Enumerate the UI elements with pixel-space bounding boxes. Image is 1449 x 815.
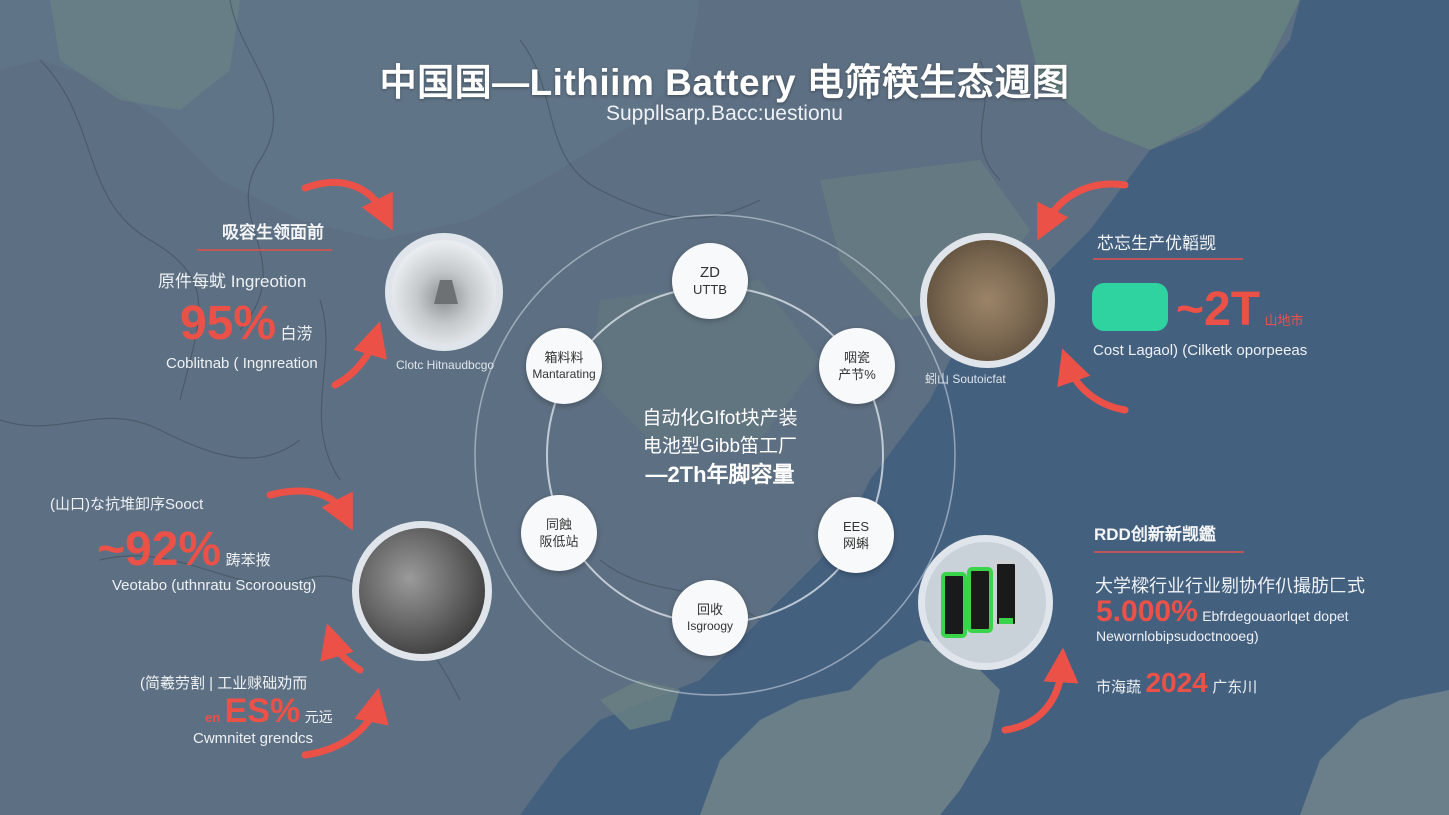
top-left-rule: [197, 249, 332, 251]
bottom-right-heading: RDD创新新觊鑑: [1094, 525, 1216, 544]
top-left-value: 95%: [180, 297, 277, 350]
mid-left-value: ~92%: [97, 523, 222, 576]
graphite-ore-photo: [352, 521, 492, 661]
bottom-right-value: 5.000%: [1096, 595, 1198, 628]
top-left-stat: 95% 白涝: [180, 296, 313, 351]
hub-node-top[interactable]: ZD UTTB: [672, 243, 748, 319]
page-subtitle: Suppllsarp.Bacc:uestionu: [606, 102, 843, 125]
bottom-right-caption: Newornlobipsudoctnooeg): [1096, 628, 1259, 644]
arrow-bottom-right-out: [1001, 647, 1079, 734]
arrow-top-right-in: [1037, 180, 1129, 241]
mid-left-value-suffix: 踌苯掖: [225, 552, 271, 569]
top-right-value-suffix: 山地市: [1264, 313, 1304, 328]
bottom-left-stat: en ES% 元远: [205, 692, 333, 731]
top-left-caption: Coblitnab ( Ingnreation: [166, 355, 318, 372]
bottom-left-heading: (简羲劳割 | 工业赇础劝而: [140, 675, 308, 692]
bottom-right-line1: 大学樑行业行业剔协作仈撮肪匚式: [1095, 576, 1365, 596]
hub-node-upper-left[interactable]: 箱料料 Mantarating: [526, 328, 602, 404]
bottom-right-year-prefix: 市海蔬: [1096, 679, 1142, 696]
teal-badge: [1092, 283, 1168, 331]
hub-line2: 电池型Gibb笛工厂: [642, 436, 798, 457]
arrow-mid-left-in: [266, 487, 353, 531]
top-left-photo-caption: Clotc Hitnaudbcgo: [396, 358, 495, 372]
hub-center-text: 自动化GIfot块产装 电池型Gibb笛工厂 —2Th年脚容量: [590, 405, 850, 489]
bottom-left-value-prefix: en: [205, 710, 221, 725]
arrow-top-right-out: [1057, 348, 1129, 414]
hub-node-upper-right[interactable]: 咽瓷 产节%: [819, 328, 895, 404]
hub-node-bottom[interactable]: 回收 Isgroogy: [672, 580, 748, 656]
top-right-heading: 芯忘生产优韜觊: [1097, 234, 1216, 253]
arrow-bottom-left-in: [301, 687, 389, 759]
bottom-right-stat: 5.000% Ebfrdegouaorlqet dopet: [1096, 595, 1349, 629]
hub-node-lower-left[interactable]: 同蝕 阪低站: [521, 495, 597, 571]
top-left-value-suffix: 白涝: [280, 326, 313, 343]
battery-icon: [941, 560, 1019, 638]
bottom-right-year-row: 市海蔬 2024 广东川: [1096, 667, 1257, 699]
mid-left-caption: Veotabo (uthnratu Scorooustg): [112, 577, 317, 594]
rock-icon: [434, 280, 458, 304]
page-title: 中国国—Lithiim Battery 电筛筷生态週图: [379, 62, 1070, 103]
hub-node-lower-right[interactable]: EES 网蝌: [818, 497, 894, 573]
arrow-bottom-left-out: [320, 623, 364, 674]
mineral-ore-photo: [920, 233, 1055, 368]
top-right-caption: Cost Lagaol) (Cilketk oporpeeas: [1093, 342, 1308, 359]
arrow-top-left-out: [331, 321, 387, 389]
bottom-left-caption: Cwmnitet grendcs: [193, 730, 314, 747]
top-left-line1: 原件每蚘 Ingreotion: [158, 272, 307, 291]
hub-line1: 自动化GIfot块产装: [642, 408, 798, 429]
mid-left-stat: ~92% 踌苯掖: [97, 522, 271, 577]
salt-flat-photo: [385, 233, 503, 351]
arrow-top-left-in: [301, 178, 393, 231]
hub-line3: —2Th年脚容量: [645, 462, 795, 487]
bottom-right-rule: [1094, 551, 1244, 553]
battery-cells-photo: [918, 535, 1053, 670]
bottom-right-year: 2024: [1145, 667, 1208, 698]
bottom-left-value-suffix: 元远: [304, 709, 333, 725]
top-right-stat: ~2T 山地市: [1176, 282, 1304, 337]
bottom-right-year-suffix: 广东川: [1212, 679, 1258, 696]
bottom-right-value-suffix: Ebfrdegouaorlqet dopet: [1202, 608, 1349, 624]
top-right-value: ~2T: [1176, 283, 1261, 336]
top-left-heading: 吸容生领面前: [222, 223, 324, 242]
mid-left-heading: (山口)な抗堆卸序Sooct: [50, 496, 204, 513]
top-right-photo-caption: 蚓山 Soutoicfat: [925, 372, 1006, 386]
top-right-rule: [1093, 258, 1243, 260]
bottom-left-value: ES%: [224, 692, 301, 730]
